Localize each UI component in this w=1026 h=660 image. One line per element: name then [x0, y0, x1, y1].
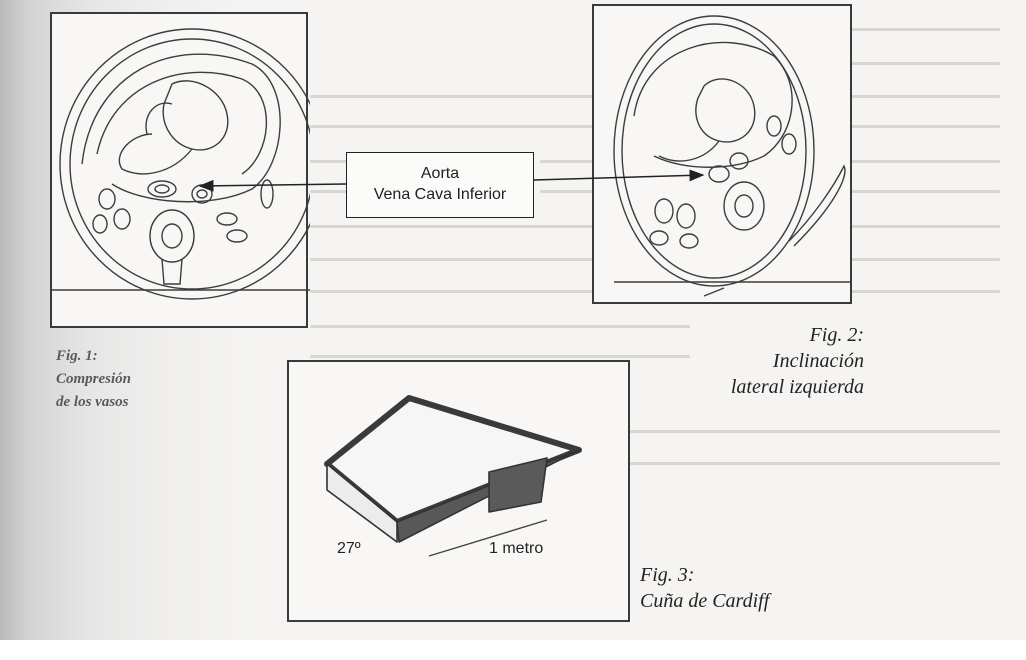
figure-1-drawing	[52, 14, 310, 330]
figure-3-number: Fig. 3:	[640, 562, 769, 588]
figure-2-drawing	[594, 6, 854, 306]
wedge-angle-label: 27º	[337, 540, 361, 558]
figure-2-illustration	[592, 4, 852, 304]
figure-1-title-line1: Compresión	[56, 368, 131, 391]
figure-3-wedge-drawing	[289, 362, 632, 624]
callout-vena-cava-label: Vena Cava Inferior	[347, 184, 533, 205]
figure-1-illustration	[50, 12, 308, 328]
page-bottom-edge	[0, 640, 1026, 660]
figure-2-title-line2: lateral izquierda	[728, 374, 864, 400]
figure-2-number: Fig. 2:	[728, 322, 864, 348]
figure-1-number: Fig. 1:	[56, 345, 131, 368]
figure-3-illustration: 27º 1 metro	[287, 360, 630, 622]
figure-1-title-line2: de los vasos	[56, 391, 131, 414]
figure-2-caption: Fig. 2: Inclinación lateral izquierda	[728, 322, 864, 400]
callout-aorta-label: Aorta	[347, 163, 533, 184]
figure-3-title: Cuña de Cardiff	[640, 588, 769, 614]
wedge-length-label: 1 metro	[489, 540, 543, 558]
figure-1-caption: Fig. 1: Compresión de los vasos	[56, 345, 131, 414]
figure-3-caption: Fig. 3: Cuña de Cardiff	[640, 562, 769, 614]
figure-2-title-line1: Inclinación	[728, 348, 864, 374]
vessel-callout-box: Aorta Vena Cava Inferior	[346, 152, 534, 218]
